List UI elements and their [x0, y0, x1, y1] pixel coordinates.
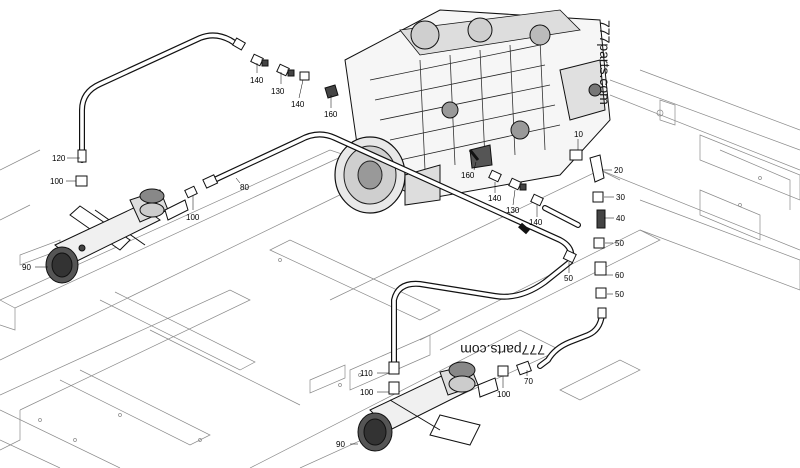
engine-assembly	[334, 9, 611, 214]
callout-140: 140	[291, 100, 305, 109]
heater-unit-right	[357, 361, 499, 452]
callout-50: 50	[615, 239, 624, 248]
fittings-upper	[75, 53, 544, 207]
callout-30: 30	[616, 193, 625, 202]
callout-160: 160	[324, 110, 338, 119]
fittings-right-column	[497, 149, 607, 377]
leader-lines	[35, 63, 614, 445]
callout-130: 130	[506, 206, 520, 215]
callouts: 140 130 140 160 120 100 100 80 90 160 14…	[22, 76, 625, 449]
callout-40: 40	[616, 214, 625, 223]
hose-upper-right	[518, 205, 581, 235]
callout-90: 90	[336, 440, 345, 449]
watermark: 777parts.com	[597, 20, 613, 105]
callout-10: 10	[574, 130, 583, 139]
callout-100: 100	[360, 388, 374, 397]
callout-90: 90	[22, 263, 31, 272]
hose-80	[202, 131, 575, 375]
callout-100: 100	[497, 390, 511, 399]
callout-140: 140	[529, 218, 543, 227]
callout-80: 80	[240, 183, 249, 192]
hose-70	[537, 312, 605, 369]
watermark: 777parts.com	[460, 342, 545, 358]
callout-140: 140	[250, 76, 264, 85]
callout-50: 50	[615, 290, 624, 299]
callout-100: 100	[186, 213, 200, 222]
callout-120: 120	[52, 154, 66, 163]
callout-160: 160	[461, 171, 475, 180]
hose-120	[77, 32, 247, 163]
callout-70: 70	[524, 377, 533, 386]
callout-100: 100	[50, 177, 64, 186]
callout-140: 140	[488, 194, 502, 203]
callout-50: 50	[564, 274, 573, 283]
callout-20: 20	[614, 166, 623, 175]
heater-unit-left	[45, 188, 189, 284]
callout-130: 130	[271, 87, 285, 96]
callout-60: 60	[615, 271, 624, 280]
callout-110: 110	[360, 369, 373, 378]
